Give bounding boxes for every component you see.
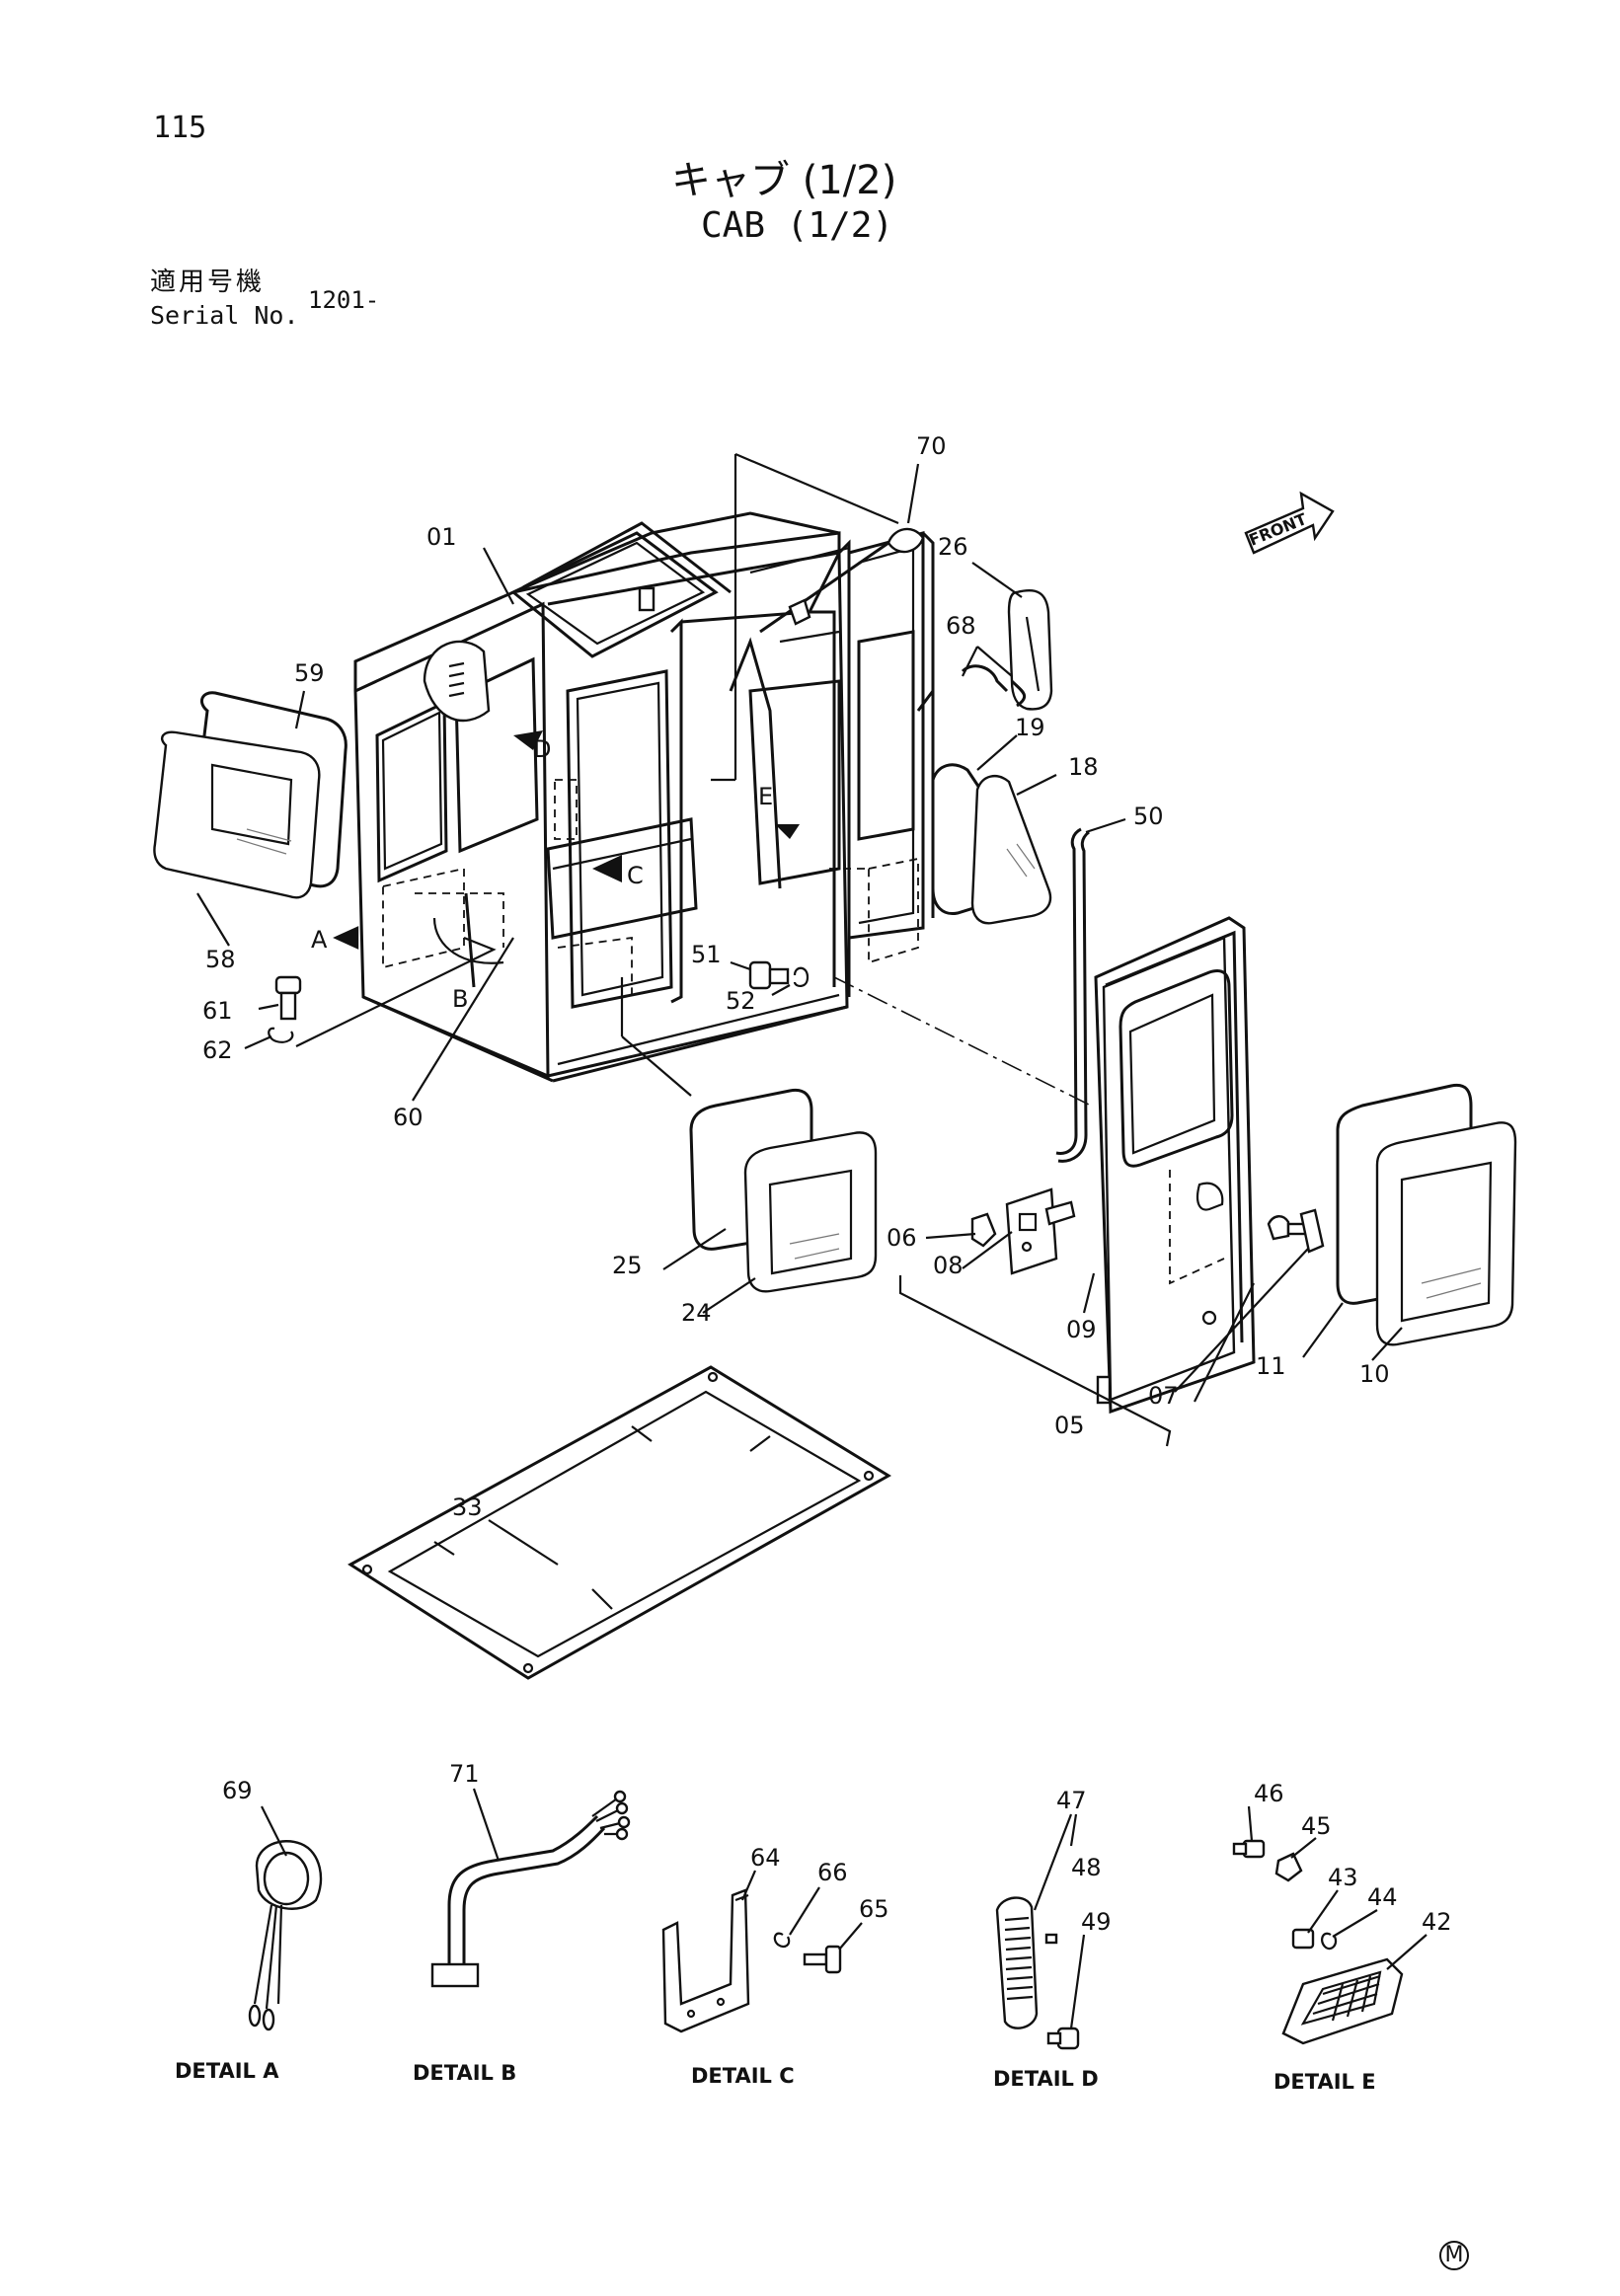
label-46: 46 [1254,1780,1284,1807]
label-10: 10 [1359,1360,1390,1388]
caption-detail-e: DETAIL E [1273,2070,1376,2094]
part-26-mirror [1007,589,1053,711]
label-58: 58 [205,946,236,973]
detail-b-drawing [430,1790,631,1988]
marker-d: D [533,735,551,763]
label-64: 64 [750,1844,781,1872]
marker-a: A [311,926,328,954]
detail-e-drawing [1232,1839,1404,2045]
front-direction-indicator: FRONT [1244,491,1335,555]
label-09: 09 [1066,1316,1097,1343]
parts-24-25-front-window [689,1088,878,1293]
label-49: 49 [1081,1908,1112,1936]
part-05-door [1094,916,1256,1415]
label-19: 19 [1015,714,1045,741]
label-50: 50 [1133,803,1164,830]
part-07-handle [1267,1208,1325,1254]
view-markers: A B C D E [311,735,773,1013]
label-18: 18 [1068,753,1099,781]
label-51: 51 [691,941,722,968]
label-45: 45 [1301,1812,1332,1840]
label-25: 25 [612,1252,643,1279]
label-44: 44 [1367,1883,1398,1911]
serial-number-value: 1201- [308,286,380,314]
parts-10-11-door-window [1336,1083,1517,1346]
label-60: 60 [393,1104,424,1131]
label-68: 68 [946,612,976,640]
label-71: 71 [449,1760,480,1788]
serial-label-japanese: 適用号機 [150,268,266,297]
detail-c-drawing [661,1888,842,2033]
caption-detail-b: DETAIL B [413,2061,516,2085]
caption-detail-c: DETAIL C [691,2064,795,2088]
caption-detail-d: DETAIL D [993,2067,1099,2091]
label-01: 01 [426,523,457,551]
part-33-floor-frame [347,1365,891,1680]
corner-mark: M [1439,2241,1469,2270]
marker-c: C [627,862,644,889]
parts-06-08-latch [970,1187,1076,1275]
label-07: 07 [1148,1382,1179,1410]
label-47: 47 [1056,1787,1087,1814]
front-label: FRONT [1246,509,1309,550]
part-70-handle [759,527,925,634]
title-english: CAB (1/2) [701,205,894,246]
marker-b: B [452,985,468,1013]
label-26: 26 [938,533,968,561]
detail-d-drawing [995,1896,1080,2050]
label-70: 70 [916,432,947,460]
label-43: 43 [1328,1864,1358,1891]
title-japanese: キャブ (1/2) [671,158,897,203]
leader-lines [196,463,1427,2029]
detail-a-drawing [248,1840,323,2031]
part-number-labels: 70 01 26 68 59 19 18 50 51 52 58 61 62 6… [202,432,1452,1936]
label-06: 06 [887,1224,917,1252]
parts-18-19-side-window [931,763,1052,925]
label-48: 48 [1071,1854,1102,1881]
label-66: 66 [817,1859,848,1886]
part-50-weather-strip [1055,827,1090,1163]
label-33: 33 [452,1493,483,1521]
cab-body-drawing [333,511,935,1083]
parts-58-59-left-window [153,691,347,899]
label-05: 05 [1054,1412,1085,1439]
label-59: 59 [294,659,325,687]
marker-e: E [758,783,773,810]
label-24: 24 [681,1299,712,1327]
page-number: 115 [153,111,207,145]
parts-61-62-bolt [268,975,302,1043]
label-11: 11 [1256,1352,1286,1380]
label-62: 62 [202,1036,233,1064]
label-08: 08 [933,1252,964,1279]
label-69: 69 [222,1777,253,1804]
serial-label-english: Serial No. [150,301,299,330]
label-42: 42 [1422,1908,1452,1936]
caption-detail-a: DETAIL A [175,2059,279,2083]
detail-captions: DETAIL A DETAIL B DETAIL C DETAIL D DETA… [175,2059,1376,2094]
label-61: 61 [202,997,233,1025]
parts-51-52-bolt [748,960,810,990]
label-65: 65 [859,1895,889,1923]
label-52: 52 [726,987,756,1015]
